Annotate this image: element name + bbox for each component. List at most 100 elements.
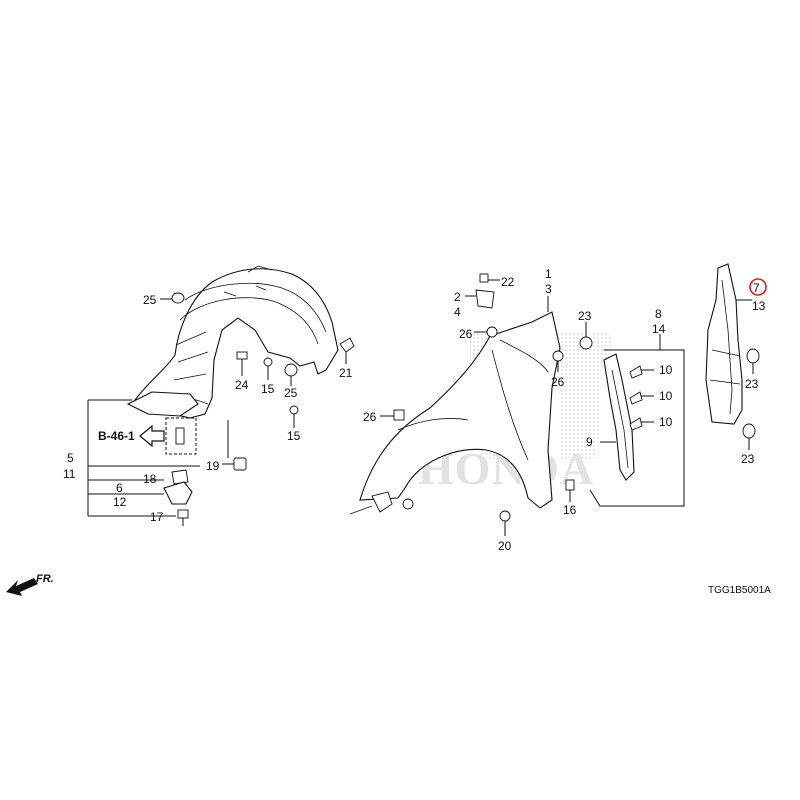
fender-seal-part[interactable] <box>603 353 635 481</box>
callout-23-lower[interactable]: 23 <box>741 452 755 466</box>
screw-head-icon <box>236 351 248 360</box>
callout-26-left[interactable]: 26 <box>363 410 377 424</box>
bracket-18[interactable] <box>171 469 189 485</box>
inner-fender-rib-2 <box>179 297 319 345</box>
seal-10-pads[interactable] <box>629 365 643 431</box>
callout-10-b[interactable]: 10 <box>659 389 673 403</box>
splash-guard-group <box>87 399 200 517</box>
rear-seal-part[interactable] <box>705 263 743 425</box>
callout-10-c[interactable]: 10 <box>659 415 673 429</box>
pad-icon <box>629 417 643 431</box>
clip-26-right[interactable] <box>552 350 564 372</box>
callout-23-upper[interactable]: 23 <box>745 377 759 391</box>
callout-7[interactable]: 7 <box>753 281 760 295</box>
fender-wire <box>349 505 373 515</box>
bolt-22[interactable] <box>479 273 500 283</box>
callout-4[interactable]: 4 <box>454 305 461 319</box>
nut-icon <box>233 457 247 471</box>
front-fender-part[interactable] <box>349 311 561 515</box>
callout-26-right[interactable]: 26 <box>551 375 565 389</box>
bracket-icon <box>475 289 495 309</box>
inner-fender-detail <box>223 265 273 297</box>
callout-12[interactable]: 12 <box>113 495 127 509</box>
callout-9[interactable]: 9 <box>586 435 593 449</box>
callout-14[interactable]: 14 <box>652 322 666 336</box>
screw-icon <box>289 405 299 415</box>
bracket-2-4[interactable] <box>465 289 495 309</box>
callout-16[interactable]: 16 <box>563 503 577 517</box>
inner-fender-shell <box>134 268 339 419</box>
splash-guard-part[interactable] <box>126 391 199 417</box>
callout-18[interactable]: 18 <box>143 472 157 486</box>
fender-seal-group <box>589 334 685 507</box>
clip-25-lower[interactable] <box>284 363 298 386</box>
callout-19[interactable]: 19 <box>206 459 220 473</box>
clip-21[interactable] <box>339 337 355 364</box>
screw-16[interactable] <box>565 479 575 502</box>
screw-24[interactable] <box>236 351 248 376</box>
callout-22[interactable]: 22 <box>501 275 515 289</box>
callout-25-lower[interactable]: 25 <box>284 386 298 400</box>
fender-panel <box>359 311 561 509</box>
callout-11[interactable]: 11 <box>63 467 76 481</box>
clip-26-upper[interactable] <box>474 326 498 338</box>
callout-5[interactable]: 5 <box>67 451 74 465</box>
callout-20[interactable]: 20 <box>498 539 512 553</box>
screw-15-lower[interactable] <box>289 405 299 428</box>
callout-8[interactable]: 8 <box>655 307 662 321</box>
mud-flap-12[interactable] <box>163 481 193 505</box>
splash-guard-icon <box>126 391 199 417</box>
fender-arch-line <box>397 418 469 431</box>
callout-6[interactable]: 6 <box>116 481 123 495</box>
clip-icon <box>284 363 298 377</box>
front-direction-label: FR. <box>36 573 54 585</box>
clip-icon <box>499 510 511 522</box>
clip-icon <box>171 292 185 304</box>
fender-crease <box>491 339 549 461</box>
clip-icon <box>552 350 564 362</box>
clip-26-left[interactable] <box>380 409 405 421</box>
clip-23-mid[interactable] <box>579 322 593 350</box>
mud-flap-icon <box>163 481 193 505</box>
seal-inner-line <box>611 369 629 469</box>
callout-10-a[interactable]: 10 <box>659 363 673 377</box>
callout-23-mid[interactable]: 23 <box>578 309 592 323</box>
callout-labels: 1 3 2 4 22 26 26 26 23 8 14 10 10 10 9 7… <box>63 267 766 553</box>
callout-25-upper[interactable]: 25 <box>143 293 157 307</box>
bolt-icon <box>479 273 489 283</box>
callout-1[interactable]: 1 <box>545 267 552 281</box>
inner-fender-rib-3 <box>173 331 209 381</box>
diagram-code: TGG1B5001A <box>708 585 771 596</box>
nut-19[interactable] <box>222 420 247 471</box>
reference-arrow-icon <box>139 424 165 448</box>
screw-17[interactable] <box>177 509 189 526</box>
rear-seal-detail <box>709 279 741 415</box>
callout-2[interactable]: 2 <box>454 290 461 304</box>
screw-icon <box>177 509 189 519</box>
clip-icon <box>175 427 185 445</box>
inner-fender-rib-1 <box>184 283 327 333</box>
callout-13[interactable]: 13 <box>752 299 766 313</box>
grommet-23-upper[interactable] <box>746 348 760 364</box>
callout-3[interactable]: 3 <box>545 282 552 296</box>
screw-icon <box>565 479 575 491</box>
callout-21[interactable]: 21 <box>339 366 353 380</box>
clip-25-upper[interactable] <box>160 292 185 304</box>
callout-15-lower[interactable]: 15 <box>287 429 301 443</box>
bracket-icon <box>171 469 189 485</box>
grommet-icon <box>742 423 756 439</box>
grommet-23-lower[interactable] <box>742 423 756 439</box>
callout-15-upper[interactable]: 15 <box>261 382 275 396</box>
callout-17[interactable]: 17 <box>150 510 164 524</box>
grommet-icon <box>579 336 593 350</box>
clip-icon <box>339 337 355 353</box>
clip-icon <box>393 409 405 421</box>
callout-26-upper[interactable]: 26 <box>459 327 473 341</box>
fender-bracket-front <box>371 491 393 513</box>
screw-15-upper[interactable] <box>263 357 273 380</box>
callout-24[interactable]: 24 <box>235 378 249 392</box>
highlight-circle <box>749 278 767 296</box>
clip-20[interactable] <box>499 510 511 536</box>
